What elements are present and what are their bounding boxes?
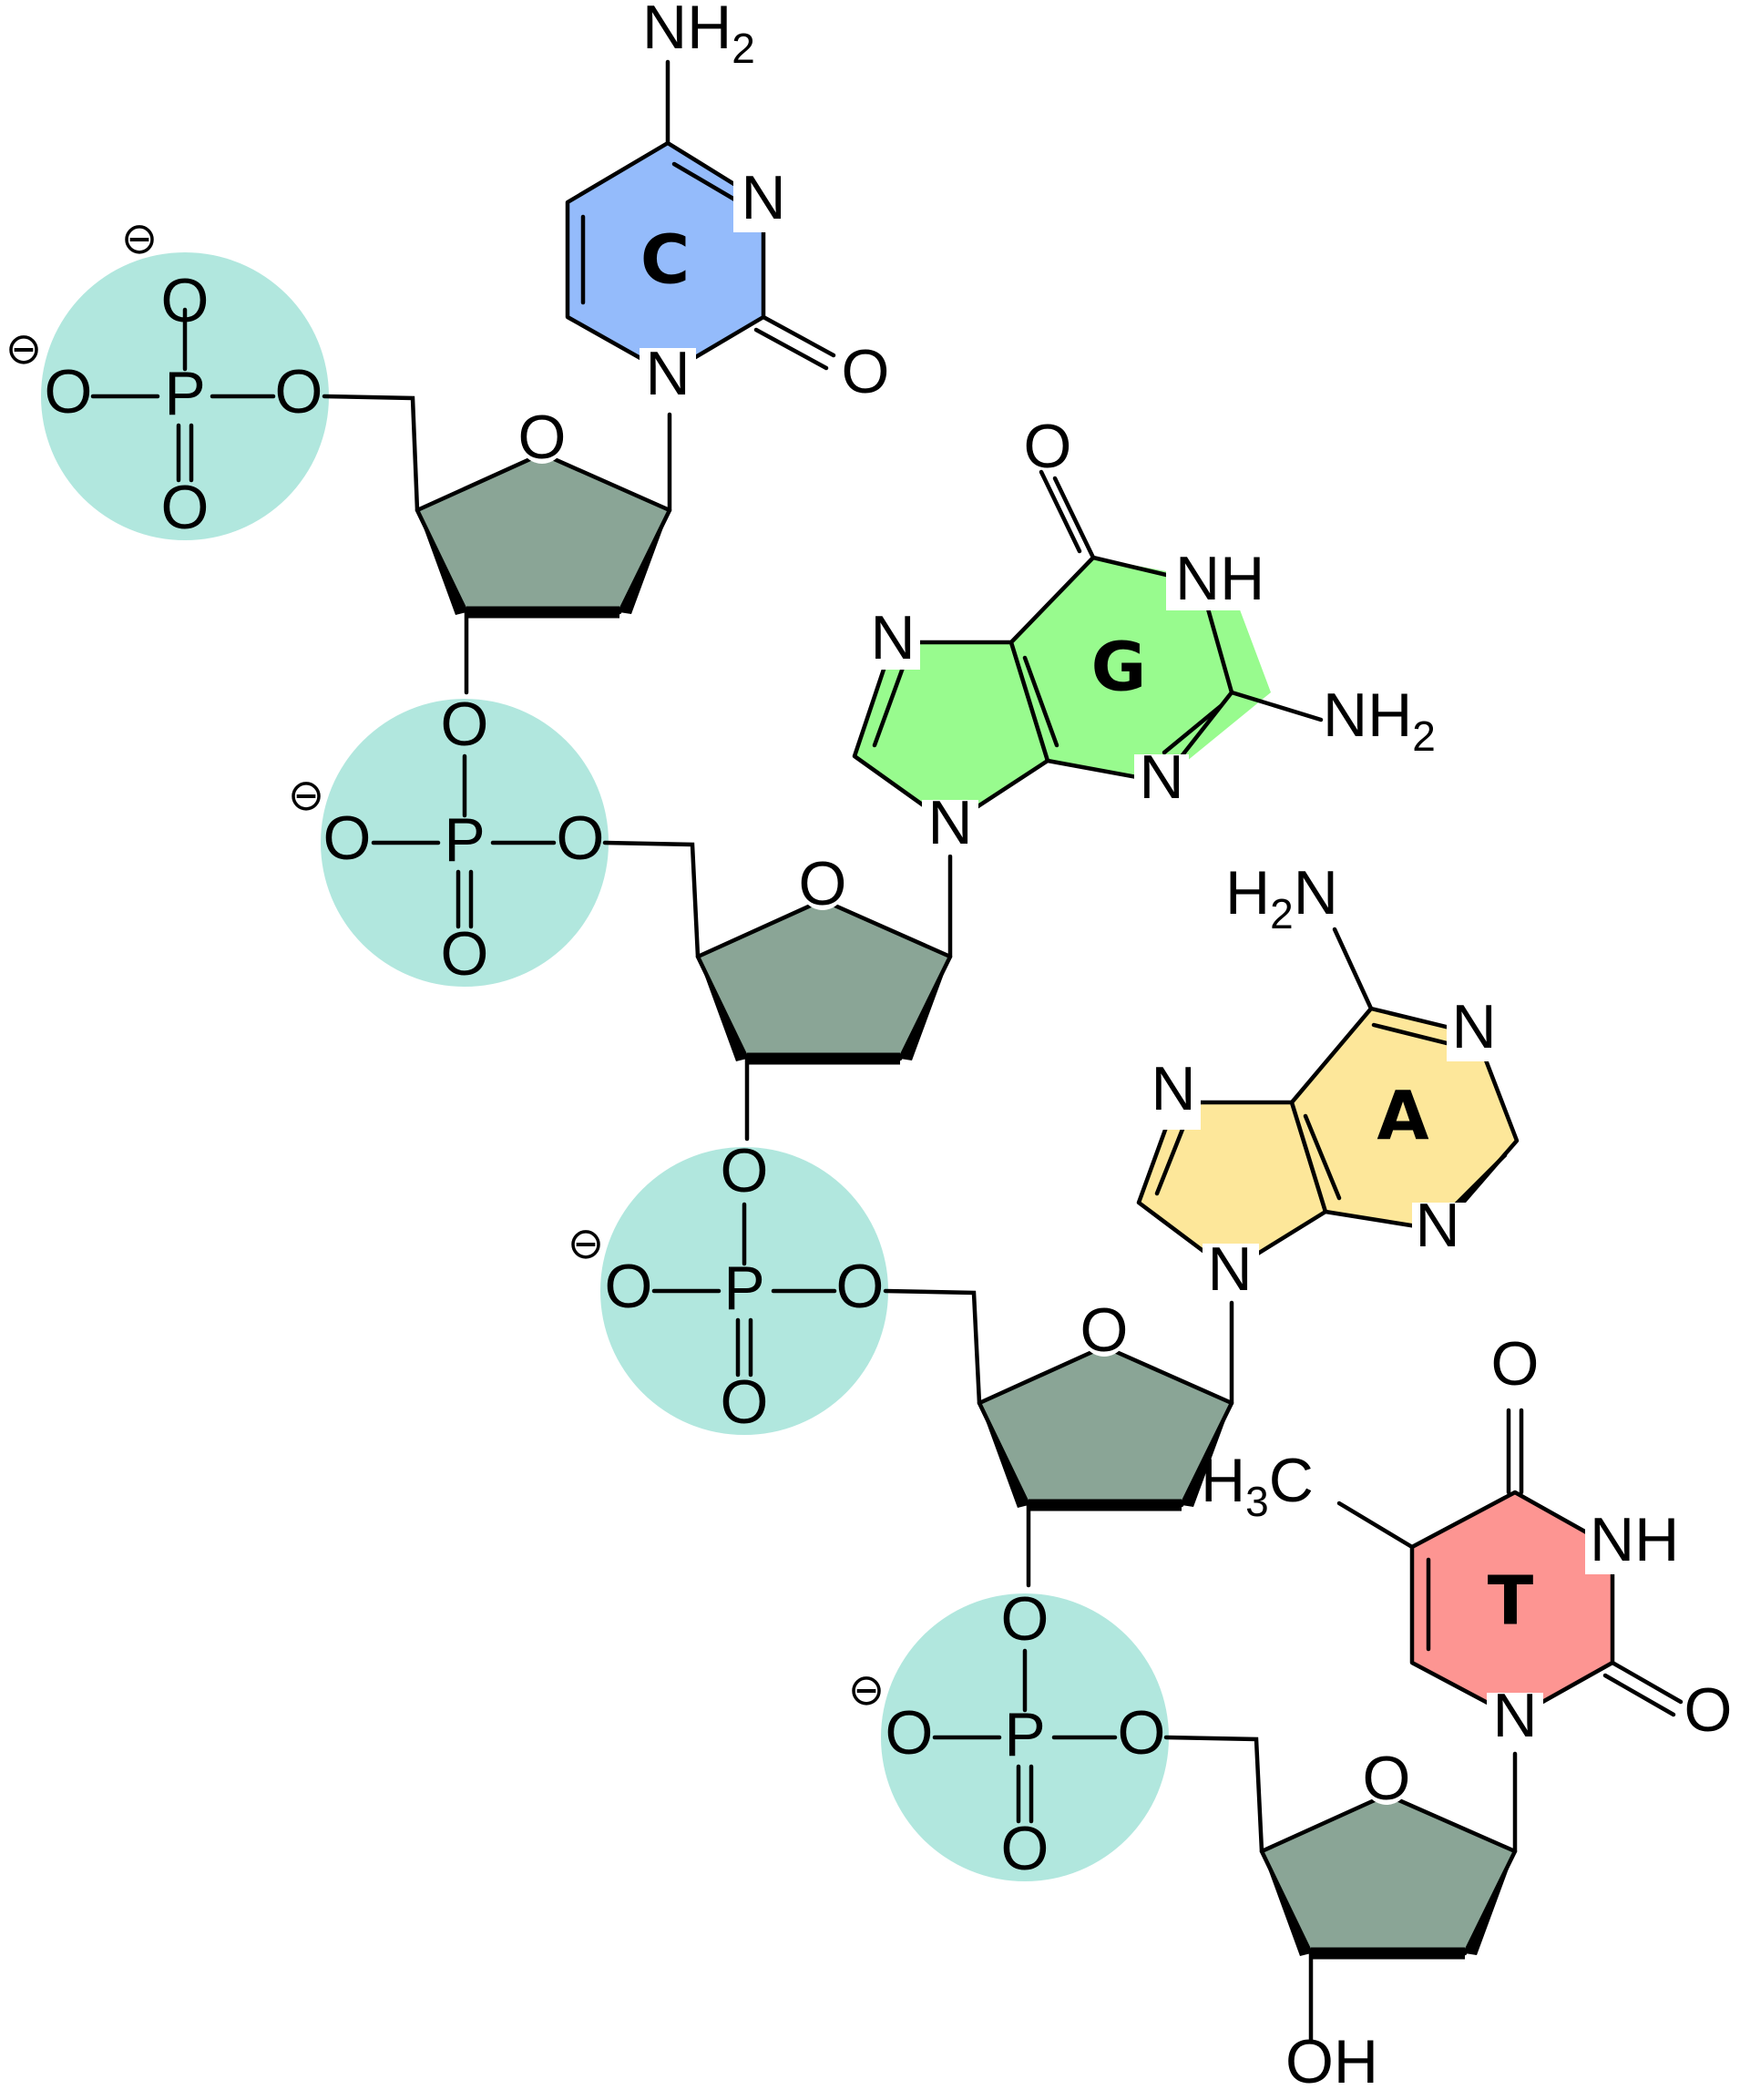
base-label-cytosine: C	[640, 221, 690, 300]
imide-nh: NH	[1590, 1505, 1679, 1574]
atom-oxygen: O	[1001, 1814, 1049, 1883]
amine-group-h2n: H2N	[1225, 858, 1338, 937]
atom-oxygen: O	[842, 337, 890, 406]
nucleotide-thymine: O N NH O O H3C T OH	[1163, 1329, 1733, 2096]
phosphate-disc	[881, 1593, 1169, 1881]
base-label-adenine: A	[1377, 1078, 1428, 1156]
hydroxyl-group: OH	[1285, 2027, 1378, 2096]
atom-nitrogen: N	[1207, 1234, 1252, 1304]
phosphate-group-1: O O P O O ⊖ ⊖	[5, 213, 329, 542]
atom-oxygen: O	[441, 690, 489, 759]
atom-oxygen: O	[799, 849, 847, 918]
atom-oxygen: O	[1118, 1698, 1166, 1767]
atom-oxygen: O	[323, 804, 372, 873]
negative-charge: ⊖	[121, 213, 158, 264]
atom-nitrogen: N	[1492, 1681, 1537, 1750]
atom-oxygen: O	[518, 403, 567, 472]
phosphate-group-3: O O P O O ⊖	[568, 1136, 888, 1437]
atom-oxygen: O	[441, 919, 489, 989]
atom-nitrogen: N	[870, 603, 915, 672]
nucleotide-guanine: O N N N NH O NH2 G	[602, 412, 1436, 1142]
phosphate-disc	[321, 699, 609, 987]
atom-oxygen: O	[1684, 1675, 1733, 1745]
atom-oxygen: O	[1363, 1744, 1411, 1813]
adenine-imidazole	[1136, 1100, 1328, 1274]
atom-oxygen: O	[721, 1136, 769, 1205]
phosphate-disc	[41, 252, 329, 540]
atom-oxygen: O	[1001, 1584, 1049, 1654]
atom-oxygen: O	[45, 357, 93, 426]
phosphate-group-4: O O P O O ⊖	[848, 1584, 1169, 1883]
amine-group: NH2	[1323, 681, 1436, 760]
nucleotide-cytosine: O N N O NH2 C	[322, 0, 890, 695]
phosphate-group-2: O O P O O ⊖	[288, 690, 609, 989]
atom-oxygen: O	[1024, 412, 1072, 481]
atom-nitrogen: N	[1415, 1191, 1459, 1260]
atom-oxygen: O	[161, 266, 210, 335]
atom-oxygen: O	[605, 1252, 653, 1321]
base-label-guanine: G	[1091, 629, 1147, 707]
atom-phosphorus: P	[444, 805, 485, 875]
atom-oxygen: O	[275, 357, 323, 426]
atom-nitrogen: N	[927, 788, 972, 857]
atom-oxygen: O	[557, 804, 605, 873]
atom-phosphorus: P	[723, 1254, 764, 1323]
atom-oxygen: O	[836, 1252, 885, 1321]
nucleotide-adenine: O N N N N H2N A	[883, 858, 1520, 1588]
atom-nitrogen: N	[1139, 743, 1183, 812]
atom-nitrogen: N	[1151, 1054, 1195, 1123]
negative-charge: ⊖	[568, 1218, 604, 1269]
atom-nitrogen: N	[645, 339, 690, 408]
imide-nh: NH	[1175, 544, 1264, 613]
negative-charge: ⊖	[5, 323, 42, 374]
atom-oxygen: O	[161, 473, 210, 542]
atom-nitrogen: N	[1451, 992, 1496, 1061]
guanine-imidazole	[852, 640, 1050, 827]
phosphate-disc	[600, 1147, 888, 1435]
base-label-thymine: T	[1488, 1562, 1534, 1641]
atom-phosphorus: P	[1004, 1700, 1045, 1769]
atom-oxygen: O	[721, 1368, 769, 1437]
atom-oxygen: O	[1491, 1329, 1540, 1398]
atom-oxygen: O	[885, 1698, 934, 1767]
atom-nitrogen: N	[741, 163, 785, 232]
methyl-group: H3C	[1201, 1446, 1314, 1525]
amine-group: NH2	[642, 0, 755, 72]
atom-oxygen: O	[1080, 1296, 1129, 1365]
negative-charge: ⊖	[848, 1665, 885, 1716]
negative-charge: ⊖	[288, 770, 324, 821]
atom-phosphorus: P	[164, 359, 205, 428]
